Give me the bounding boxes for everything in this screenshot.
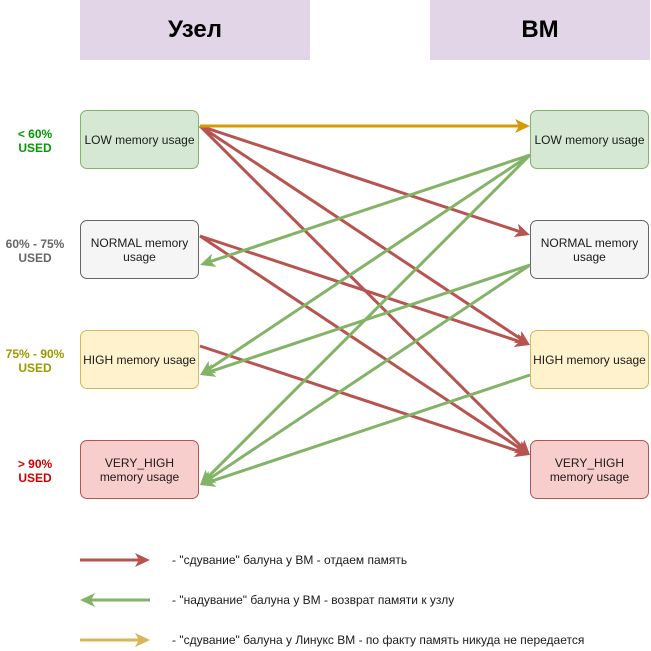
node-box-normal[interactable]: NORMAL memory usage: [80, 220, 199, 279]
level-normal-label: 60% - 75% USED: [0, 237, 70, 265]
inflate-arrow-0-3-line: [204, 153, 532, 481]
node-box-high[interactable]: HIGH memory usage: [80, 330, 199, 389]
node-box-veryhigh[interactable]: VERY_HIGH memory usage: [80, 440, 199, 499]
legend-linux-text: - "сдувание" балуна у Линукс ВМ - по фак…: [172, 633, 585, 647]
deflate-arrow-1-3-line: [199, 234, 525, 452]
level-veryhigh-range: > 90%: [17, 457, 53, 471]
vm-box-veryhigh[interactable]: VERY_HIGH memory usage: [530, 440, 649, 499]
legend-inflate-arrow-head: [80, 593, 95, 607]
deflate-arrow-1-2-head: [513, 333, 530, 347]
linux-arrow-0-0-head: [515, 119, 530, 133]
node-header: Узел: [80, 0, 310, 60]
vm-header: ВМ: [430, 0, 650, 60]
deflate-arrow-2-3-head: [513, 443, 530, 457]
vm-box-high[interactable]: HIGH memory usage: [530, 330, 649, 389]
inflate-arrow-0-1-head: [200, 253, 217, 267]
level-high-used: USED: [18, 361, 52, 375]
inflate-arrow-1-2-line: [207, 263, 531, 374]
inflate-arrow-1-2-head: [200, 363, 217, 377]
level-low-label: < 60% USED: [0, 127, 70, 155]
vm-box-low[interactable]: LOW memory usage: [530, 110, 649, 169]
legend-deflate-text: - "сдувание" балуна у ВМ - отдаем память: [172, 553, 408, 567]
deflate-arrow-0-1-line: [199, 124, 523, 234]
inflate-arrow-2-3-line: [207, 373, 531, 484]
inflate-arrow-0-2-line: [205, 153, 531, 372]
deflate-arrow-0-2-line: [199, 124, 525, 342]
inflate-arrow-2-3-head: [200, 473, 217, 487]
inflate-arrow-1-3-line: [205, 263, 531, 482]
legend-deflate-arrow-head: [135, 553, 150, 567]
deflate-arrow-2-3-line: [199, 344, 523, 454]
level-veryhigh-used: USED: [18, 471, 52, 485]
legend-inflate-text: - "надувание" балуна у ВМ - возврат памя…: [172, 593, 455, 607]
level-low-used: USED: [18, 141, 52, 155]
level-low-range: < 60%: [17, 127, 53, 141]
inflate-arrow-0-1-line: [207, 153, 531, 264]
level-high-label: 75% - 90% USED: [0, 347, 70, 375]
node-box-low[interactable]: LOW memory usage: [80, 110, 199, 169]
level-veryhigh-label: > 90% USED: [0, 457, 70, 485]
level-normal-used: USED: [18, 251, 52, 265]
level-high-range: 75% - 90%: [5, 347, 65, 361]
deflate-arrow-1-2-line: [199, 234, 523, 344]
deflate-arrow-0-1-head: [513, 223, 530, 237]
legend-linux-arrow-head: [135, 633, 150, 647]
level-normal-range: 60% - 75%: [5, 237, 65, 251]
vm-box-normal[interactable]: NORMAL memory usage: [530, 220, 649, 279]
